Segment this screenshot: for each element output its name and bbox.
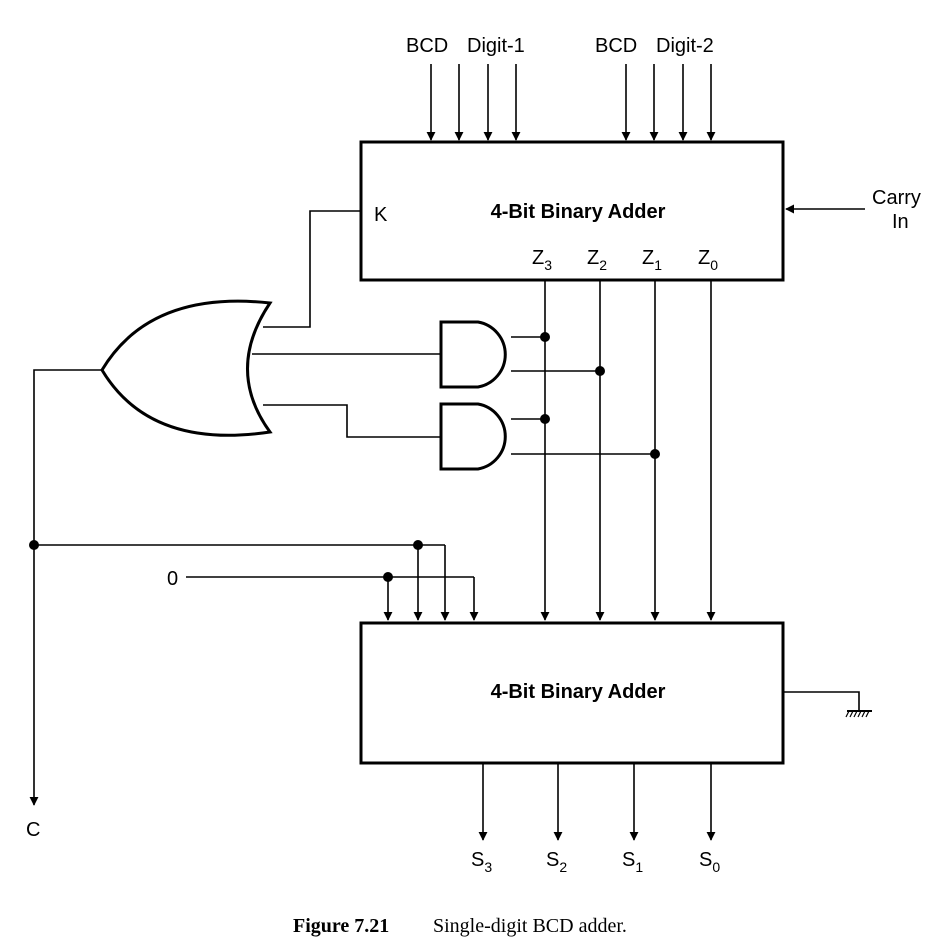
bottom-binary-adder: [359, 621, 785, 765]
bcd-digit1-label: BCD: [406, 35, 448, 57]
carry-in-label-2: In: [892, 211, 909, 233]
figure-caption: Single-digit BCD adder.: [433, 915, 627, 937]
z3-label: Z3: [532, 247, 552, 273]
digit2-input-lines: [621, 64, 716, 141]
sum-output-lines: [478, 763, 716, 841]
z-bus-lines: [540, 280, 716, 621]
and-gate-1: [439, 320, 507, 389]
z2-label: Z2: [587, 247, 607, 273]
digit1-label: Digit-1: [467, 35, 525, 57]
carry-in-label: Carry: [872, 187, 921, 209]
z1-label: Z1: [642, 247, 662, 273]
z0-label: Z0: [698, 247, 718, 273]
k-label: K: [374, 204, 388, 226]
junction-dots: [29, 332, 660, 582]
s3-label: S3: [471, 849, 492, 875]
carry-out-line: [29, 369, 102, 806]
k-wire: [263, 210, 361, 328]
s1-label: S1: [622, 849, 643, 875]
zero-label: 0: [167, 568, 178, 590]
bottom-adder-title: 4-Bit Binary Adder: [491, 681, 666, 703]
s2-label: S2: [546, 849, 567, 875]
bcd-digit2-label: BCD: [595, 35, 637, 57]
digit1-input-lines: [426, 64, 521, 141]
s0-label: S0: [699, 849, 720, 875]
digit2-label: Digit-2: [656, 35, 714, 57]
ground-icon: [783, 691, 872, 718]
and-gate-2: [439, 402, 507, 471]
carry-out-label: C: [26, 819, 40, 841]
and2-to-or: [263, 404, 441, 438]
top-adder-title: 4-Bit Binary Adder: [491, 201, 666, 223]
figure-number: Figure 7.21: [293, 915, 389, 937]
or-gate: [100, 299, 273, 437]
